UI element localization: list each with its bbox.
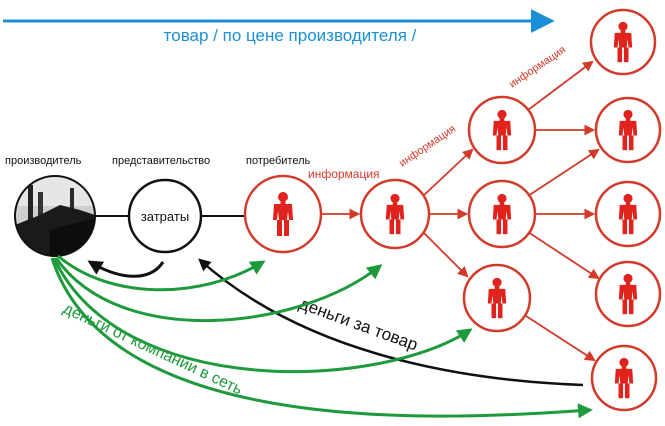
consumer-header: потребитель	[246, 155, 311, 167]
network-node	[467, 179, 537, 249]
producer-node	[14, 175, 96, 257]
money-for-goods-arrow	[198, 258, 584, 387]
information-arrows	[321, 60, 600, 362]
network-node	[594, 96, 662, 164]
network-node	[590, 344, 658, 412]
network-node	[467, 95, 537, 165]
goods-flow-label: товар / по цене производителя /	[164, 26, 417, 45]
network-node	[462, 263, 532, 333]
costs-label: затраты	[141, 209, 189, 224]
network-node	[594, 260, 662, 328]
representative-header: представительство	[112, 155, 210, 167]
network-node	[594, 180, 662, 248]
consumer-node	[243, 174, 323, 254]
producer-header: производитель	[5, 155, 82, 167]
money-for-goods-label: деньги за товар	[297, 294, 421, 355]
company-money-arrows	[50, 254, 593, 419]
network-node	[589, 8, 657, 76]
information-label: информация	[507, 44, 568, 91]
information-label: информация	[397, 123, 458, 170]
information-label: информация	[308, 167, 380, 181]
costs-return-arrow	[87, 260, 165, 278]
network-node	[359, 178, 431, 250]
